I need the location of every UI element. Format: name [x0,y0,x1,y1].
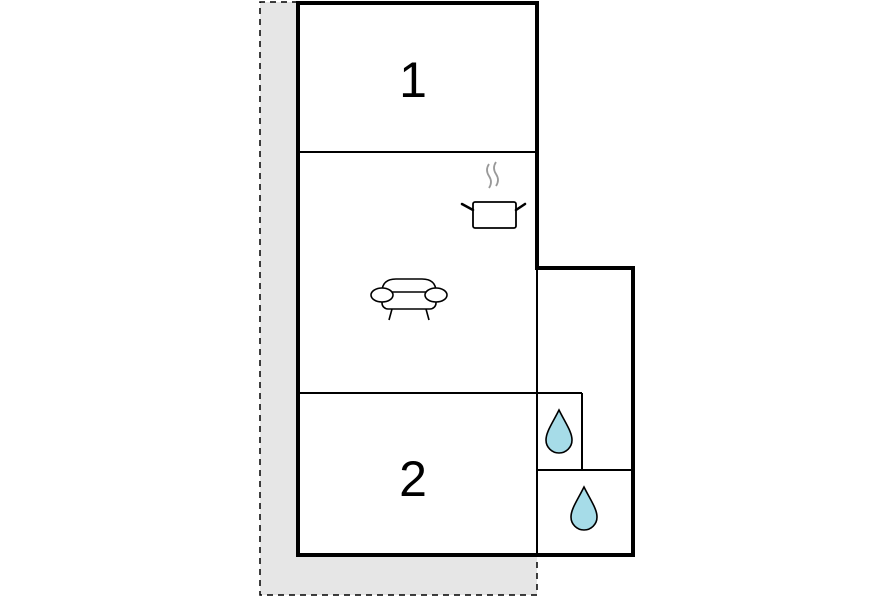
water-drop-icon [570,485,598,531]
interior-fill [298,3,633,555]
cooking-pot-icon [460,161,527,229]
interior-walls [298,151,633,555]
room-label-1: 1 [399,52,427,108]
room-label-2: 2 [399,451,427,507]
exterior-walls [296,1,635,557]
bedroom-2: 2 [399,451,427,507]
water-drop-icon [545,408,573,454]
bedroom-1: 1 [399,52,427,108]
terrace [259,1,538,596]
sofa-icon [370,278,448,321]
